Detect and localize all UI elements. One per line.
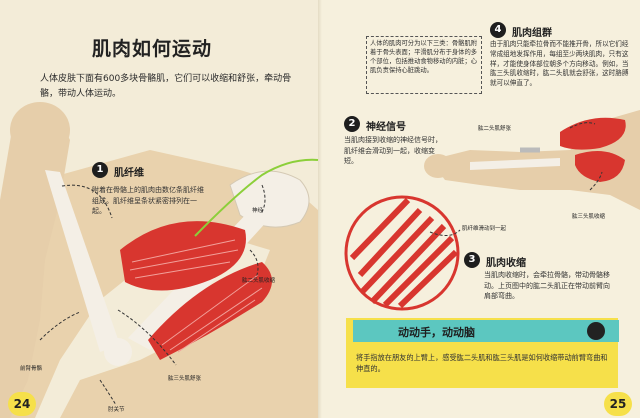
nerve-line bbox=[194, 158, 319, 237]
activity-title: 动动手，动动脑 bbox=[398, 326, 475, 339]
page-number-right: 25 bbox=[604, 392, 632, 416]
dash-arrow-4 bbox=[117, 309, 177, 366]
label-biceps-relax: 肱二头肌舒张 bbox=[478, 126, 512, 132]
skull-icon bbox=[587, 322, 605, 340]
right-dash-arrow-2 bbox=[589, 171, 603, 191]
section-2-number: 2 bbox=[344, 116, 360, 132]
triceps-muscle bbox=[148, 262, 272, 360]
right-triceps-contracted bbox=[575, 151, 625, 182]
activity-body: 将手指放在朋友的上臂上，感受肱二头肌和肱三头肌是如何收缩带动前臂弯曲和伸直的。 bbox=[356, 353, 608, 373]
fiber-bands bbox=[349, 197, 459, 309]
label-forearm-bone: 前臂骨骼 bbox=[20, 366, 43, 372]
section-3-number: 3 bbox=[464, 252, 480, 268]
muscle-types-text: 人体的肌肉可分为以下三类：骨骼肌附着于骨头表面；平滑肌分布于身体的多个部位，包括… bbox=[370, 40, 478, 74]
dash-arrow-1 bbox=[61, 184, 113, 219]
right-hand bbox=[424, 154, 452, 178]
biceps-muscle bbox=[120, 221, 246, 291]
triceps-fibers bbox=[161, 274, 263, 353]
dash-arrow-6 bbox=[99, 379, 117, 406]
label-fiber-slide: 肌纤维滑动到一起 bbox=[462, 226, 507, 232]
page-title: 肌肉如何运动 bbox=[92, 38, 213, 60]
dash-arrow-3 bbox=[249, 249, 259, 279]
section-1-number: 1 bbox=[92, 162, 108, 178]
activity-title-bar bbox=[353, 320, 619, 342]
dash-arrow-2 bbox=[261, 184, 266, 213]
section-4-body: 由于肌肉只能牵拉骨而不能推开骨，所以它们经常成组地发挥作用，每组至少两块肌肉，只… bbox=[490, 40, 629, 88]
biceps-fibers bbox=[129, 239, 239, 279]
label-triceps-contract: 肱三头肌收缩 bbox=[572, 214, 606, 220]
right-forearm-bone bbox=[470, 158, 560, 170]
label-triceps-relax: 肱三头肌舒张 bbox=[168, 376, 202, 382]
elbow-joint-shape bbox=[104, 338, 132, 366]
section-1-title: 肌纤维 bbox=[114, 168, 144, 179]
upper-arm-skin bbox=[0, 150, 318, 418]
label-biceps-contract: 肱二头肌收缩 bbox=[242, 278, 276, 284]
section-3-body: 当肌肉收缩时，会牵拉骨骼，带动骨骼移动。上页图中的肱二头肌正在带动前臂向肩部弯曲… bbox=[484, 271, 610, 300]
label-nerve: 神经 bbox=[252, 208, 264, 214]
section-2-body: 当肌肉接到收缩的神经信号时，肌纤维会滑动到一起，收缩变短。 bbox=[344, 136, 442, 165]
section-4-number: 4 bbox=[490, 22, 506, 38]
forearm-bone bbox=[45, 170, 120, 352]
right-dash-arrow-1 bbox=[569, 122, 596, 129]
section-1-body: 附着在骨骼上的肌肉由数亿条肌纤维组成。肌纤维呈条状紧密排列在一起。 bbox=[92, 186, 204, 215]
section-2-title: 神经信号 bbox=[366, 122, 406, 133]
dash-arrow-5 bbox=[39, 311, 81, 341]
right-biceps-relaxed bbox=[560, 117, 626, 150]
section-3-title: 肌肉收缩 bbox=[486, 258, 526, 269]
muscle-types-box bbox=[366, 36, 482, 94]
book-spine bbox=[318, 0, 322, 418]
intro-text: 人体皮肤下面有600多块骨骼肌，它们可以收缩和舒张，牵动骨骼，带动人体运动。 bbox=[40, 74, 292, 99]
section-4-title: 肌肉组群 bbox=[512, 28, 552, 39]
fist bbox=[10, 102, 70, 158]
label-elbow-joint: 肘关节 bbox=[108, 407, 125, 413]
page-number-left: 24 bbox=[8, 392, 36, 416]
fiber-dash-arrow bbox=[429, 229, 461, 236]
